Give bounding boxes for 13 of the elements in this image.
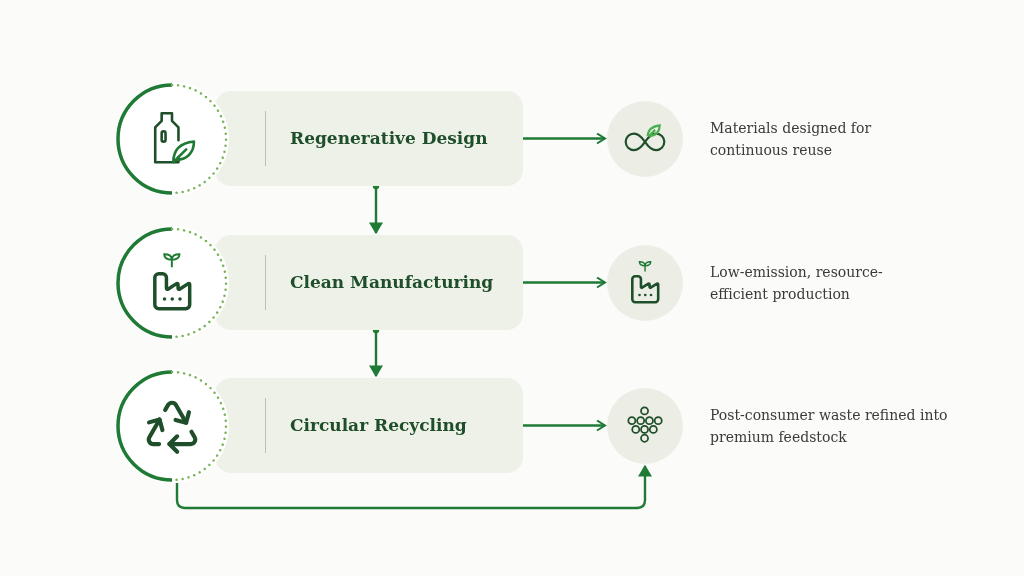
- arrow: [523, 276, 606, 289]
- step-title: Circular Recycling: [290, 413, 467, 437]
- arrow: [523, 419, 606, 432]
- arrow: [523, 132, 606, 145]
- step-box: [215, 378, 523, 473]
- step-title: Regenerative Design: [290, 126, 488, 150]
- step-box: [215, 91, 523, 186]
- arrow: [175, 464, 652, 510]
- outcome-text: Post-consumer waste refined into premium feedstock: [710, 406, 949, 447]
- outcome-text: Low-emission, resource-efficient production: [710, 263, 884, 304]
- step-box: [215, 235, 523, 330]
- step-title: Clean Manufacturing: [290, 270, 494, 294]
- outcome-text: Materials designed for continuous reuse: [710, 119, 873, 160]
